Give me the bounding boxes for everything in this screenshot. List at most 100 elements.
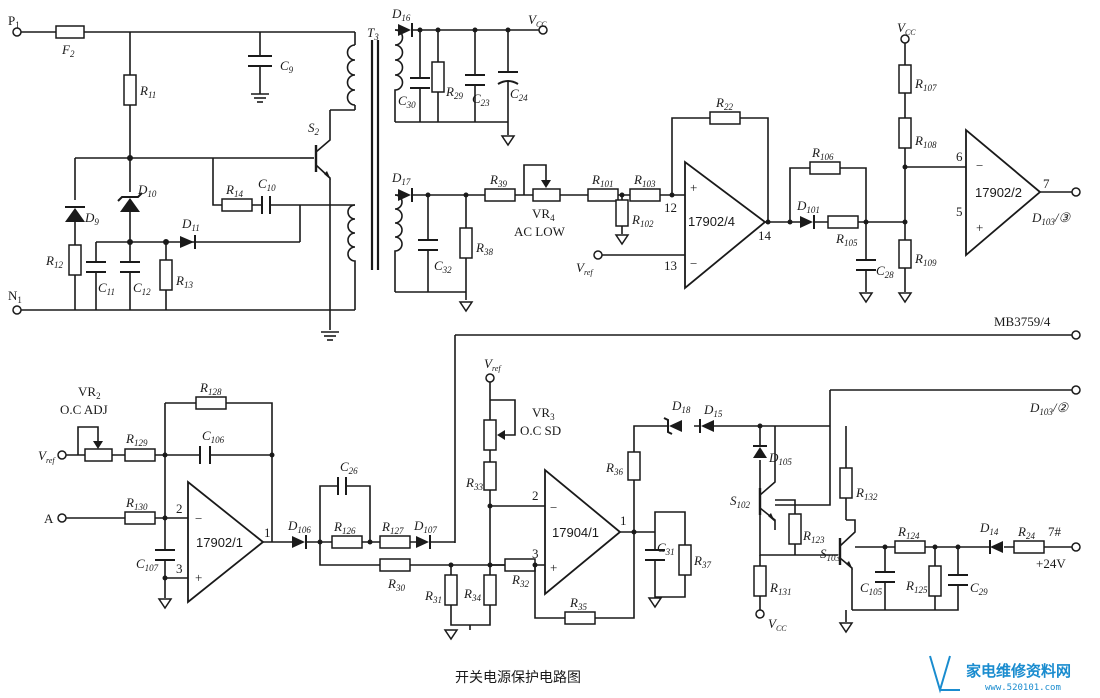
label-d103-2: D103/② [1029,400,1070,417]
resistor-r103 [629,188,661,202]
resistor-r24 [1013,540,1045,554]
terminal-24v[interactable] [1071,542,1081,552]
label-r131: R131 [769,580,791,597]
zener-d18 [669,420,682,432]
pin-13: 13 [664,258,677,273]
label-24v: +24V [1036,556,1066,571]
resistor-r131 [753,565,767,597]
label-a: A [44,511,54,526]
label-r22: R22 [715,95,733,112]
label-r12: R12 [45,253,63,270]
resistor-r37 [678,544,692,576]
terminal-vcc3[interactable] [755,609,765,619]
potentiometer-vr4 [532,188,561,202]
resistor-r108 [898,117,912,149]
label-c30: C30 [398,93,416,110]
ic-label-17902-4: 17902/4 [688,214,735,229]
resistor-r129 [124,448,156,462]
label-d107: D107 [413,518,437,535]
resistor-r11 [123,74,137,106]
label-vref2: Vref [38,448,56,465]
label-c29: C29 [970,580,988,597]
resistor-r130 [124,511,156,525]
label-d17: D17 [391,170,411,187]
label-r29: R29 [445,84,463,101]
pin-1-u3: 1 [264,525,271,540]
comparator-17902-2: VCC R107 R108 R109 17902/2 − + 6 5 7 D10… [897,20,1081,303]
label-r34: R34 [463,586,481,603]
label-d10: D10 [137,182,157,199]
label-d105: D105 [768,450,792,467]
resistor-r106 [809,161,841,175]
terminal-a[interactable] [57,513,67,523]
pin-sign-plus: + [690,180,697,195]
comparator-17902-1: VR2 O.C ADJ Vref R129 C106 R128 A R130 C… [38,380,275,609]
output-protection: D18 D15 D105 S102 R123 R131 VCC D103/② R… [663,385,1081,633]
resistor-r35 [564,611,596,625]
label-r33: R33 [465,475,483,492]
terminal-vref3[interactable] [485,373,495,383]
pin-1-u4: 1 [620,513,627,528]
zener-d10 [120,198,140,212]
ic-label-17902-2: 17902/2 [975,185,1022,200]
terminal-mb3759[interactable] [1071,330,1081,340]
label-r39: R39 [489,172,507,189]
label-r37: R37 [693,553,711,570]
label-r24: R24 [1017,524,1035,541]
label-d14: D14 [979,520,999,537]
label-vr4-desc: AC LOW [514,224,566,239]
label-r124: R124 [897,524,920,541]
resistor-r107 [898,64,912,94]
resistor-r38 [459,227,473,259]
primary-circuit: P1 F2 C9 R11 D9 R12 D10 C11 [8,13,355,341]
label-r102: R102 [631,212,654,229]
resistor-r30 [379,558,411,572]
pin-3-u3: 3 [176,561,183,576]
pin-7: 7 [1043,176,1050,191]
resistor-r127 [379,535,411,549]
label-vr3: VR3 [532,405,555,422]
label-r38: R38 [475,240,493,257]
label-c106: C106 [202,428,225,445]
label-c12: C12 [133,280,151,297]
diode-d107 [416,536,429,548]
label-n1: N1 [8,288,22,305]
pin-sign-plus-u3: + [195,570,202,585]
pin-sign-minus-u2: − [976,158,983,173]
resistor-r31 [444,574,458,606]
label-r31: R31 [424,588,442,605]
label-vcc2: VCC [897,20,916,37]
resistor-r101 [587,188,619,202]
label-r32: R32 [511,572,529,589]
resistor-r33 [483,461,497,491]
label-f2: F2 [61,42,75,59]
ic-label-17902-1: 17902/1 [196,535,243,550]
label-r107: R107 [914,76,937,93]
diode-d17 [398,189,411,201]
label-r11: R11 [139,83,156,100]
resistor-r105 [827,215,859,229]
label-s2: S2 [308,120,320,137]
potentiometer-vr2 [84,448,113,462]
terminal-n1[interactable] [12,305,22,315]
diode-d106 [292,536,305,548]
label-vr3-desc: O.C SD [520,423,561,438]
terminal-vref1[interactable] [593,250,603,260]
diode-d11 [180,236,194,248]
terminal-d103-3[interactable] [1071,187,1081,197]
label-s102: S102 [730,493,751,510]
label-vr2-desc: O.C ADJ [60,402,108,417]
pin-14: 14 [758,228,772,243]
label-d101: D101 [796,198,820,215]
pin-2-u3: 2 [176,501,183,516]
label-r123: R123 [802,528,825,545]
terminal-vref2[interactable] [57,450,67,460]
label-r126: R126 [333,519,356,536]
label-r35: R35 [569,595,587,612]
terminal-d103-2[interactable] [1071,385,1081,395]
resistor-r109 [898,239,912,269]
terminal-vcc[interactable] [538,25,548,35]
label-c24: C24 [510,86,528,103]
label-r130: R130 [125,495,148,512]
